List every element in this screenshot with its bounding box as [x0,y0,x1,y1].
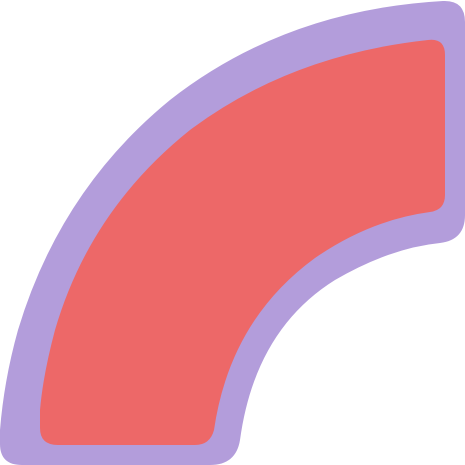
arc-fill [40,39,445,445]
